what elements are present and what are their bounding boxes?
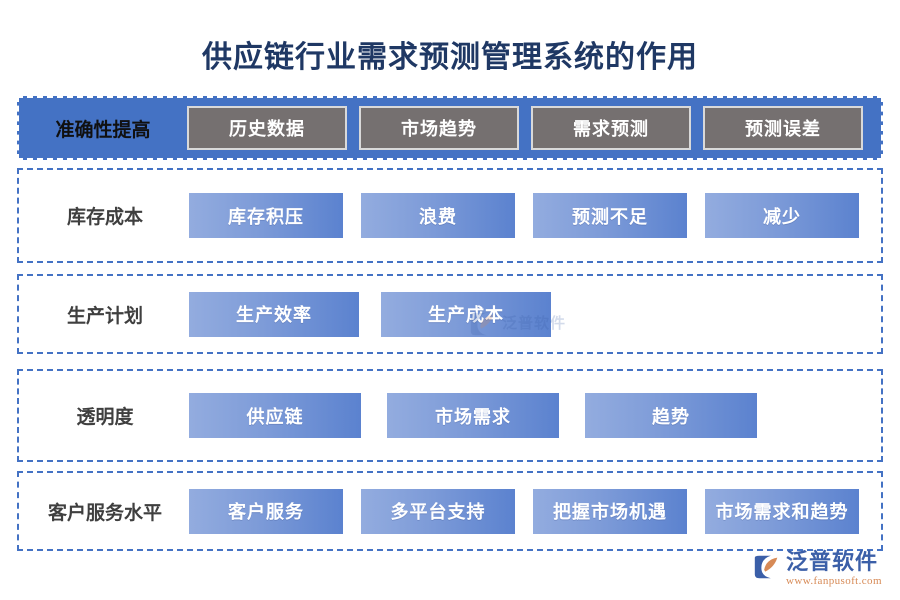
chip-demand-forecast[interactable]: 需求预测 xyxy=(531,106,691,150)
chip-production-cost[interactable]: 生产成本 xyxy=(381,291,551,337)
brand-mark-icon xyxy=(754,555,778,579)
row-items-transparency: 供应链 市场需求 趋势 xyxy=(189,371,881,460)
brand-text: 泛普软件 www.fanpusoft.com xyxy=(786,550,882,588)
row-items-inventory-cost: 库存积压 浪费 预测不足 减少 xyxy=(189,170,881,261)
chip-reduce[interactable]: 减少 xyxy=(705,193,859,238)
chip-market-demand-and-trend[interactable]: 市场需求和趋势 xyxy=(705,488,859,534)
chip-multi-platform-support[interactable]: 多平台支持 xyxy=(361,488,515,534)
row-production-plan: 生产计划 生产效率 生产成本 xyxy=(17,274,883,354)
row-accuracy: 准确性提高 历史数据 市场趋势 需求预测 预测误差 xyxy=(17,96,883,160)
row-label-inventory-cost: 库存成本 xyxy=(66,207,143,228)
chip-market-demand[interactable]: 市场需求 xyxy=(387,393,559,438)
chip-seize-market-opportunity[interactable]: 把握市场机遇 xyxy=(533,488,687,534)
row-label-production-plan: 生产计划 xyxy=(66,305,143,327)
chip-production-efficiency[interactable]: 生产效率 xyxy=(189,291,359,337)
page-title: 供应链行业需求预测管理系统的作用 xyxy=(202,41,698,74)
chip-supply-chain[interactable]: 供应链 xyxy=(189,393,361,438)
row-label-customer-service-level: 客户服务水平 xyxy=(47,502,162,524)
chip-underforecast[interactable]: 预测不足 xyxy=(533,193,687,238)
row-transparency: 透明度 供应链 市场需求 趋势 xyxy=(17,369,883,462)
chip-historical-data[interactable]: 历史数据 xyxy=(187,106,347,150)
chip-waste[interactable]: 浪费 xyxy=(361,193,515,238)
row-label-accuracy: 准确性提高 xyxy=(55,119,151,141)
row-inventory-cost: 库存成本 库存积压 浪费 预测不足 减少 xyxy=(17,168,883,263)
row-items-customer-service-level: 客户服务 多平台支持 把握市场机遇 市场需求和趋势 xyxy=(189,473,881,549)
row-items-accuracy: 历史数据 市场趋势 需求预测 预测误差 xyxy=(187,98,881,158)
brand-name: 泛普软件 xyxy=(786,549,879,574)
row-items-production-plan: 生产效率 生产成本 xyxy=(189,276,881,352)
chip-trend[interactable]: 趋势 xyxy=(585,393,757,438)
chip-market-trend[interactable]: 市场趋势 xyxy=(359,106,519,150)
brand-url: www.fanpusoft.com xyxy=(786,575,882,587)
chip-inventory-backlog[interactable]: 库存积压 xyxy=(189,193,343,238)
row-customer-service-level: 客户服务水平 客户服务 多平台支持 把握市场机遇 市场需求和趋势 xyxy=(17,471,883,551)
row-label-transparency: 透明度 xyxy=(76,407,134,428)
chip-forecast-error[interactable]: 预测误差 xyxy=(703,106,863,150)
brand-logo: 泛普软件 www.fanpusoft.com xyxy=(752,550,896,596)
chip-customer-service[interactable]: 客户服务 xyxy=(189,488,343,534)
